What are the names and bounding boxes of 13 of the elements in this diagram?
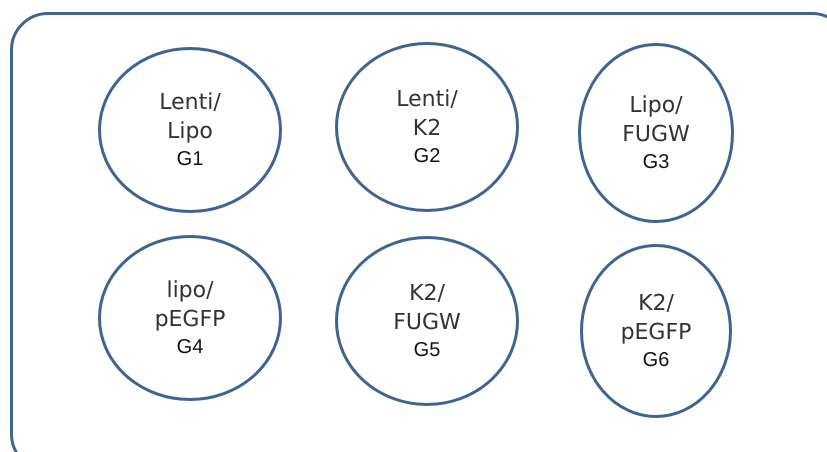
group-label: G3 bbox=[642, 151, 670, 174]
well-label: Lipo/ FUGW bbox=[621, 92, 691, 148]
well-label: Lenti/ Lipo bbox=[158, 88, 222, 146]
group-label: G5 bbox=[414, 339, 440, 362]
group-label: G1 bbox=[176, 148, 204, 172]
plate-outline bbox=[10, 12, 827, 452]
well-label: K2/ pEGFP bbox=[620, 290, 692, 346]
group-label: G6 bbox=[642, 349, 670, 372]
well-label: lipo/ pEGFP bbox=[154, 276, 226, 334]
group-label: G4 bbox=[176, 336, 204, 360]
well-label: Lenti/ K2 bbox=[395, 86, 459, 142]
well-label: K2/ FUGW bbox=[392, 280, 462, 336]
group-label: G2 bbox=[414, 145, 440, 168]
